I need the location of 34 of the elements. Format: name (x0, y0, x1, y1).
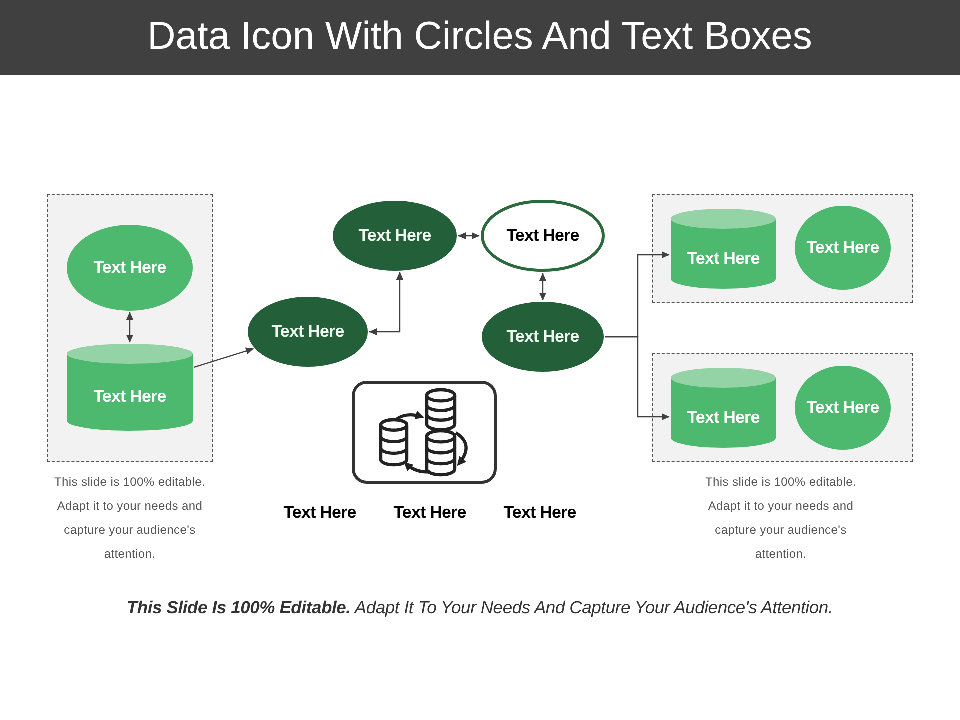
note-text: This slide is 100% editable. Adapt it to your needs and capture your audience's attention. (704, 474, 858, 563)
arrow (458, 232, 480, 240)
ellipse-node (795, 206, 891, 290)
text-label: Text Here (504, 503, 576, 523)
node-label: Text Here (94, 258, 166, 278)
ellipse-node (795, 366, 891, 450)
arrow (369, 272, 404, 336)
icon-frame (352, 381, 497, 484)
node-label: Text Here (506, 226, 580, 246)
dashed-panel (652, 353, 913, 462)
node-label: Text Here (806, 238, 880, 258)
ellipse-node (67, 225, 193, 311)
node-label: Text Here (687, 248, 760, 268)
node-label: Text Here (506, 327, 580, 347)
text-label: Text Here (284, 503, 356, 523)
arrow (126, 312, 134, 343)
ellipse-node (248, 297, 368, 367)
arrow (606, 336, 670, 421)
node-label: Text Here (358, 226, 432, 246)
node-label: Text Here (687, 408, 760, 428)
node-label: Text Here (272, 322, 344, 342)
arrow (194, 348, 254, 368)
slide-title: Data Icon With Circles And Text Boxes (148, 15, 812, 59)
dashed-panel (47, 194, 213, 462)
dashed-panel (652, 194, 913, 303)
note-text: This slide is 100% editable. Adapt it to your needs and capture your audience's attention. (53, 474, 206, 563)
node-label: Text Here (806, 398, 880, 418)
ellipse-node (481, 200, 605, 272)
text-label: Text Here (394, 503, 466, 523)
ellipse-node (333, 201, 457, 271)
caption: This Slide Is 100% Editable. Adapt It To Your Needs And Capture Your Audience's Attention. (126, 598, 834, 618)
arrow (539, 273, 547, 301)
node-label: Text Here (94, 387, 166, 407)
ellipse-node (482, 302, 604, 372)
